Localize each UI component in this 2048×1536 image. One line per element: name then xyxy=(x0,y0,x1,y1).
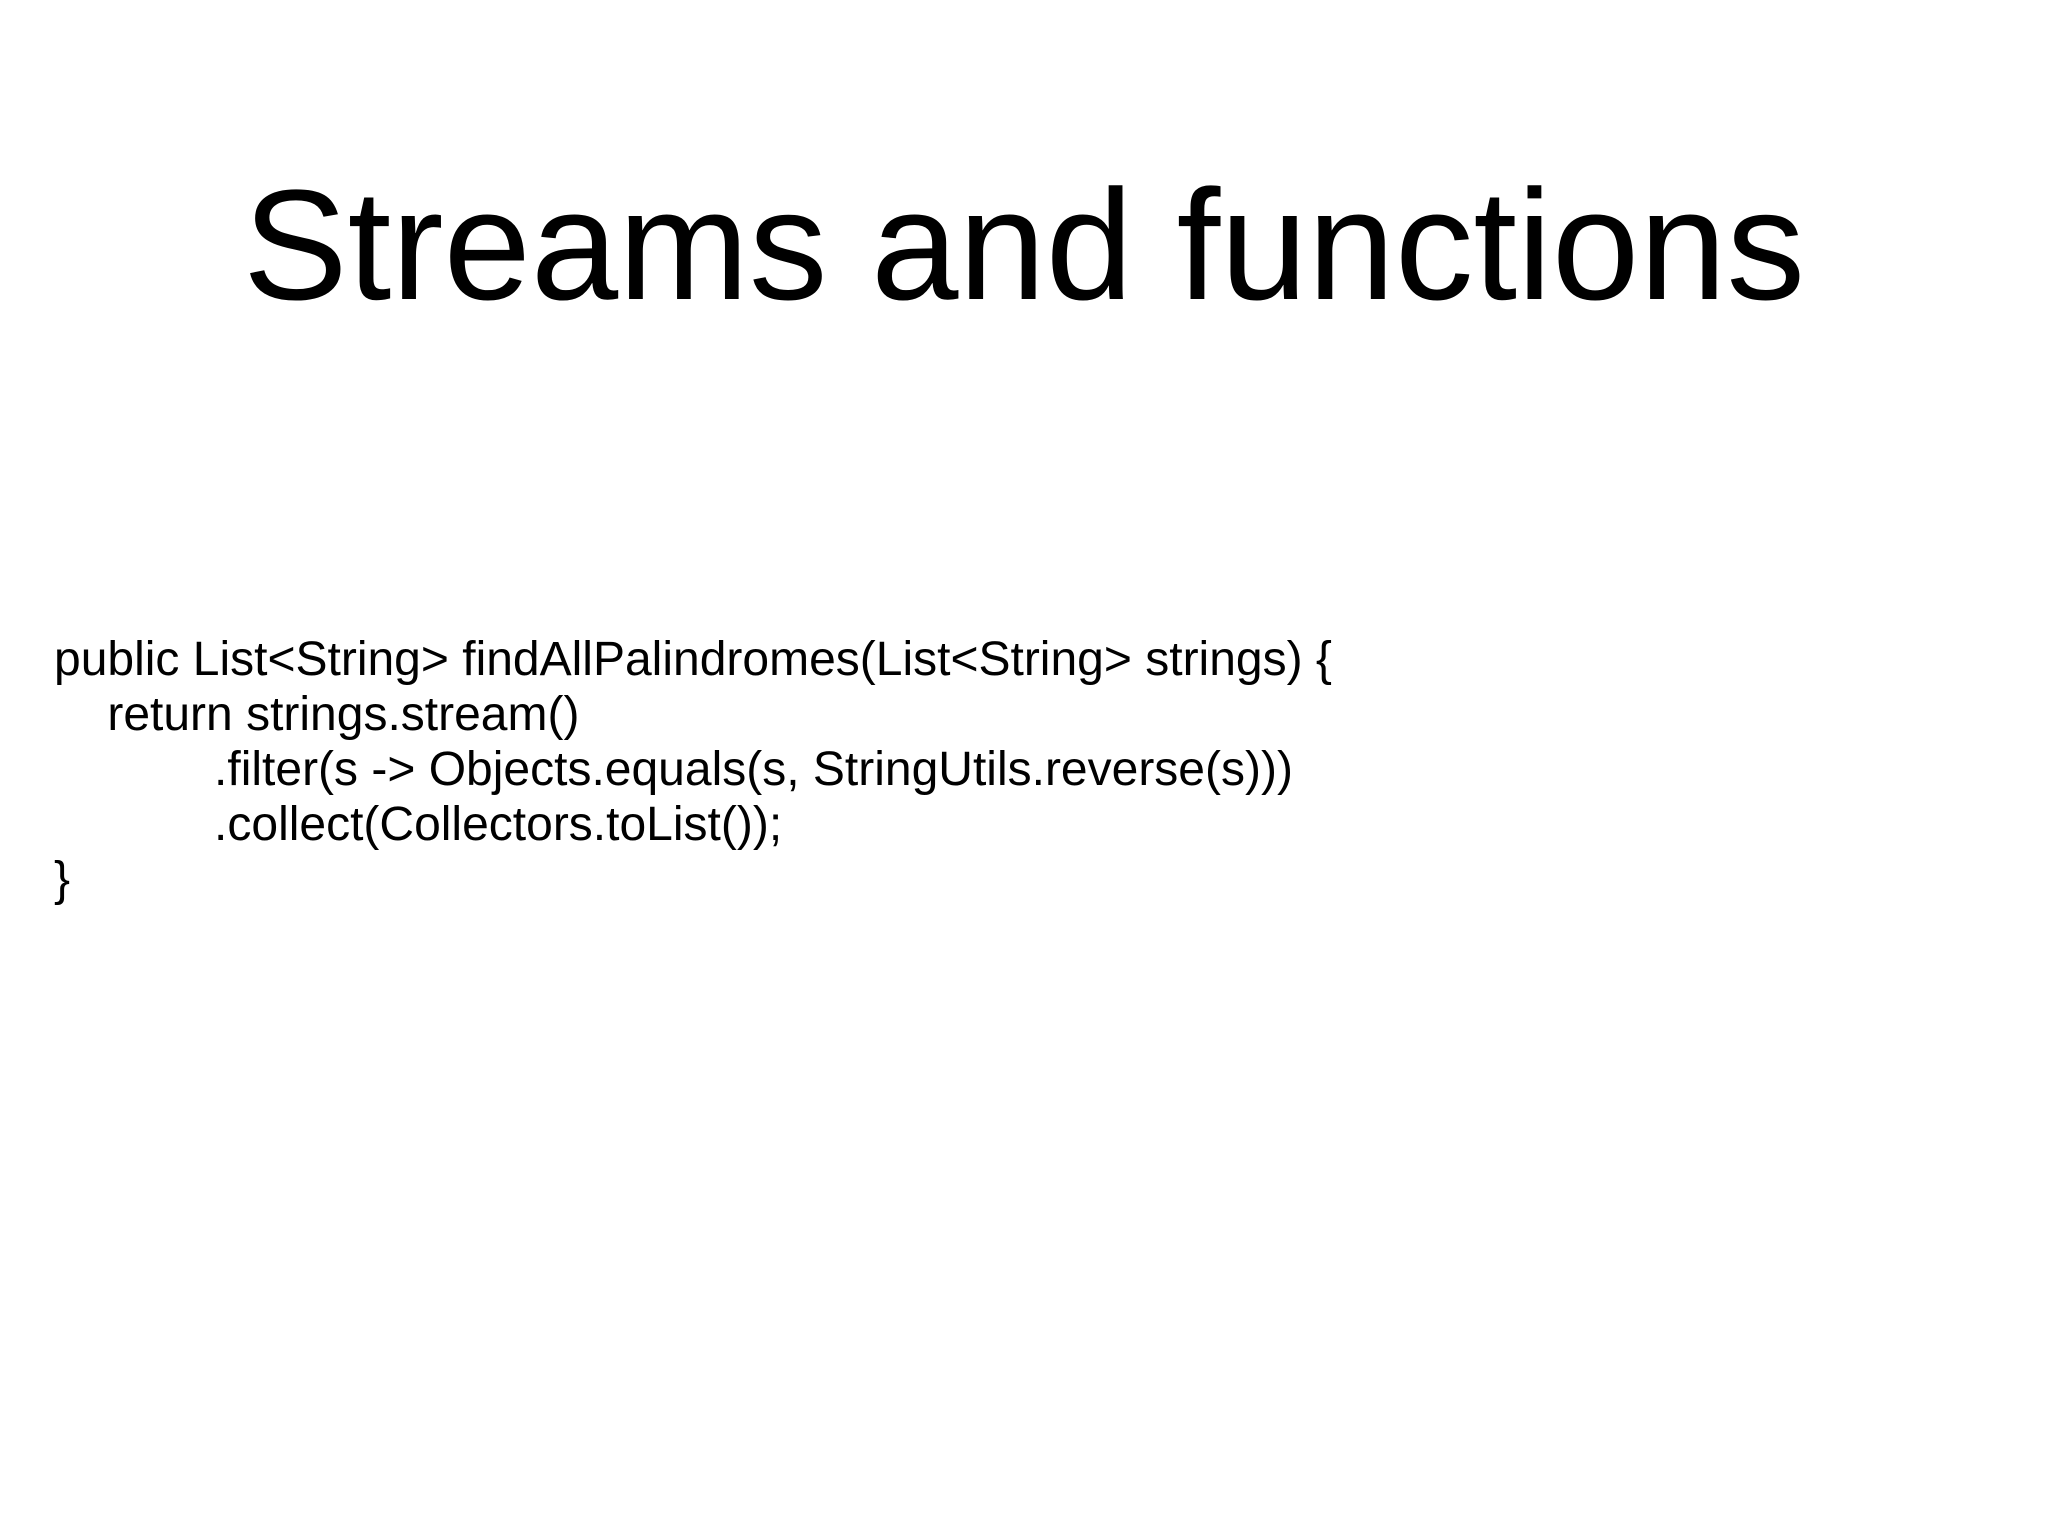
code-line-return-stream: return strings.stream() xyxy=(54,688,580,741)
code-block: public List<String> findAllPalindromes(L… xyxy=(54,632,1332,907)
slide-title: Streams and functions xyxy=(242,158,1806,333)
code-line-method-signature: public List<String> findAllPalindromes(L… xyxy=(54,633,1332,686)
code-line-collect: .collect(Collectors.toList()); xyxy=(54,798,783,851)
code-line-closing-brace: } xyxy=(54,853,71,906)
code-line-filter: .filter(s -> Objects.equals(s, StringUti… xyxy=(54,743,1293,796)
